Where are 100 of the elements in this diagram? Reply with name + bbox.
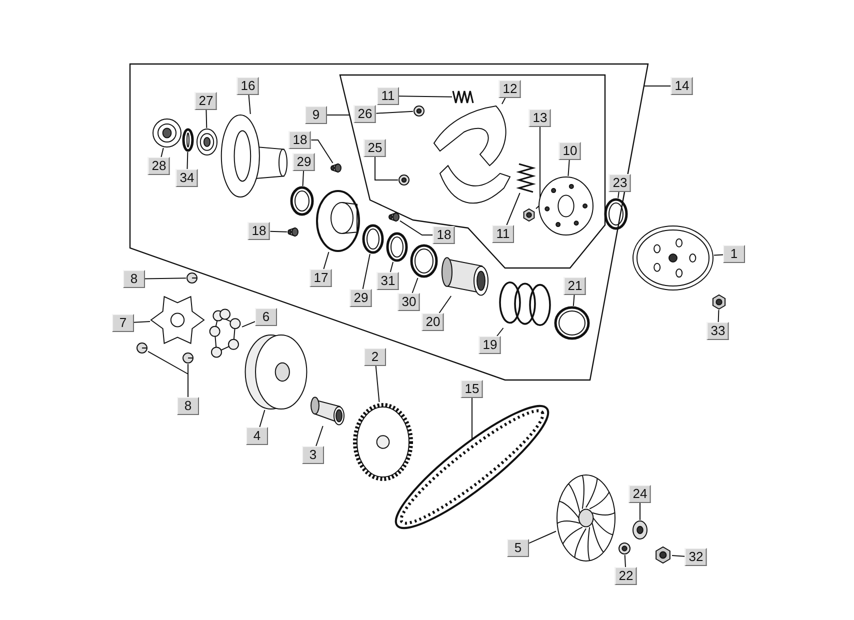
leader-line — [398, 96, 452, 98]
fan-drawing — [556, 474, 616, 562]
leader-line — [326, 114, 350, 116]
leader-line — [376, 110, 414, 114]
leader-line — [714, 254, 724, 256]
callout-number: 24 — [628, 485, 652, 503]
leader-line — [316, 426, 324, 446]
callout-number: 18 — [432, 226, 456, 244]
sleeve-drawing — [440, 256, 490, 296]
callout-number: 8 — [177, 397, 199, 415]
callout-number: 29 — [292, 153, 316, 171]
spring-drawing — [518, 163, 534, 193]
leader-line — [248, 94, 251, 114]
callout-number: 33 — [706, 322, 730, 340]
leader-line — [624, 554, 626, 568]
group-outline — [340, 75, 605, 268]
pin-drawing — [388, 212, 400, 222]
callout-number: 19 — [478, 336, 502, 354]
clip-drawing — [186, 272, 198, 284]
ring-drawing — [182, 128, 194, 152]
callout-number: 21 — [564, 277, 586, 295]
pulley-drawing — [244, 334, 308, 410]
clip-drawing — [182, 352, 194, 364]
callout-number: 8 — [123, 270, 145, 288]
leader-line — [134, 321, 150, 323]
pin-drawing — [330, 163, 342, 173]
callout-number: 12 — [498, 80, 522, 98]
leader-line — [400, 220, 434, 236]
bearing-drawing — [196, 128, 218, 156]
callout-number: 23 — [608, 174, 632, 192]
callout-number: 25 — [364, 139, 386, 157]
leader-line — [375, 366, 380, 402]
leader-line — [144, 278, 186, 280]
leader-line — [496, 328, 504, 336]
callout-number: 7 — [112, 314, 134, 332]
ring-drawing — [410, 244, 438, 278]
callout-number: 18 — [288, 131, 312, 149]
callout-number: 9 — [305, 106, 327, 124]
leader-line — [302, 170, 304, 186]
nut-drawing — [710, 294, 728, 310]
washer-drawing — [618, 542, 631, 555]
callout-number: 3 — [302, 446, 324, 464]
plate-drawing — [538, 176, 594, 236]
leader-line — [242, 321, 256, 328]
leader-line — [323, 252, 330, 270]
leader-line — [506, 192, 520, 226]
leader-line — [568, 160, 570, 176]
callout-number: 22 — [614, 567, 638, 585]
callout-number: 4 — [246, 427, 268, 445]
leader-line — [148, 350, 188, 398]
leader-line — [374, 156, 398, 180]
flange-drawing — [220, 114, 288, 198]
callout-number: 15 — [460, 380, 484, 398]
leader-line — [412, 278, 418, 294]
callout-number: 5 — [507, 539, 529, 557]
callout-number: 10 — [558, 142, 582, 160]
callout-number: 20 — [422, 313, 444, 331]
callout-number: 17 — [310, 269, 332, 287]
leader-line — [572, 294, 575, 306]
leader-line — [672, 555, 686, 557]
ring-drawing — [554, 306, 590, 340]
callout-number: 32 — [684, 548, 708, 566]
clip-drawing — [136, 342, 148, 354]
leader-line — [438, 296, 452, 314]
leader-line — [362, 254, 370, 290]
ring-drawing — [290, 186, 314, 216]
gear-drawing — [352, 402, 414, 482]
nut-drawing — [654, 546, 672, 564]
leader-line — [718, 310, 720, 322]
leader-line — [160, 148, 164, 158]
spring-drawing — [452, 90, 474, 104]
rollers-drawing — [208, 308, 242, 360]
leader-line — [536, 126, 540, 210]
callout-number: 31 — [376, 272, 400, 290]
callout-number: 11 — [492, 225, 514, 243]
callout-number: 16 — [236, 77, 260, 95]
drum-drawing — [632, 225, 714, 291]
ring-drawing — [604, 198, 628, 230]
leader-line — [501, 98, 506, 104]
leader-line — [259, 410, 266, 428]
leader-line — [270, 230, 288, 232]
washer-drawing — [413, 105, 425, 117]
pin-drawing — [287, 227, 299, 237]
callout-number: 13 — [528, 109, 552, 127]
washer-drawing — [398, 174, 410, 186]
leader-line — [390, 262, 394, 272]
disc-drawing — [316, 190, 360, 252]
callout-number: 30 — [398, 293, 420, 311]
ring-drawing — [362, 224, 384, 254]
washer-drawing — [632, 520, 648, 540]
belt-drawing — [394, 402, 550, 532]
leader-line — [186, 152, 188, 170]
callout-number: 27 — [194, 92, 218, 110]
leader-line — [206, 110, 208, 128]
callout-number: 34 — [176, 169, 198, 187]
callout-number: 29 — [350, 289, 372, 307]
callout-number: 1 — [723, 245, 745, 263]
callout-number: 18 — [248, 222, 270, 240]
bearing-drawing — [152, 118, 182, 148]
callout-number: 28 — [148, 157, 170, 175]
